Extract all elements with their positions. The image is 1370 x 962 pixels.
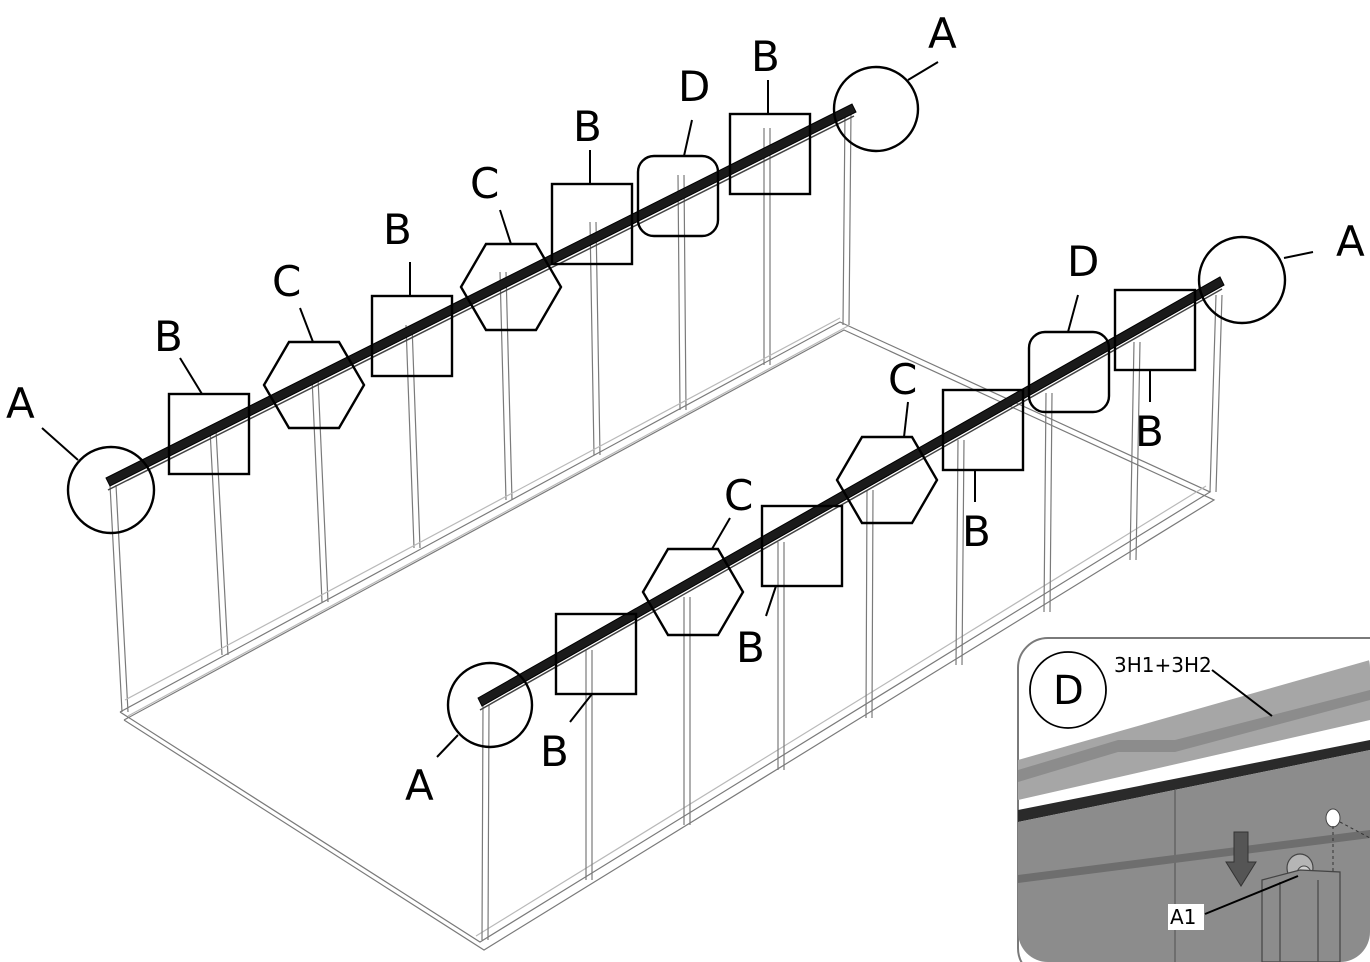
left-wall-posts: [109, 111, 852, 713]
label-c-1: C: [272, 257, 301, 306]
label-a-left-front: A: [6, 379, 35, 428]
label-b-8: B: [540, 727, 569, 776]
right-top-profile: [477, 276, 1225, 711]
leader-lines: [41, 61, 1314, 758]
marker-b-3: [550, 182, 634, 266]
callout-labels: A A A A B B B B B B B B C C C C D D: [6, 9, 1365, 810]
label-b-4: B: [751, 32, 780, 81]
label-a-right-back: A: [1336, 217, 1365, 266]
marker-c-3: [835, 435, 939, 525]
markers-c: [262, 242, 939, 637]
marker-a-right-back: [1197, 235, 1287, 325]
markers-b: [167, 112, 1197, 696]
label-b-7: B: [736, 623, 765, 672]
marker-c-1: [262, 340, 366, 430]
marker-b-8: [554, 612, 638, 696]
label-b-2: B: [383, 205, 412, 254]
label-d-1: D: [678, 62, 710, 111]
marker-c-2: [459, 242, 563, 332]
label-b-1: B: [154, 312, 183, 361]
detail-panel-d: D 3H1+3H2 A1: [1017, 637, 1370, 962]
marker-a-right-front: [446, 661, 534, 749]
down-arrow-icon: [1225, 831, 1257, 887]
marker-a-left-front: [66, 445, 156, 535]
label-a-right-front: A: [405, 761, 434, 810]
marker-a-left-back: [832, 65, 920, 153]
right-wall-posts: [481, 294, 1223, 941]
marker-d-1: [636, 154, 720, 238]
marker-b-6: [941, 388, 1025, 472]
label-c-2: C: [470, 159, 499, 208]
detail-part-label-top: 3H1+3H2: [1114, 653, 1212, 677]
markers-d: [636, 154, 1111, 414]
label-c-4: C: [724, 471, 753, 520]
detail-badge-label: D: [1053, 668, 1084, 714]
marker-b-1: [167, 392, 251, 476]
marker-b-7: [760, 504, 844, 588]
label-d-2: D: [1067, 237, 1099, 286]
label-c-3: C: [888, 355, 917, 404]
marker-b-4: [728, 112, 812, 196]
marker-c-4: [641, 547, 745, 637]
greenhouse-frame: [105, 103, 1225, 951]
label-b-5: B: [1135, 407, 1164, 456]
label-b-3: B: [573, 102, 602, 151]
marker-b-2: [370, 294, 454, 378]
detail-illustration: [1018, 660, 1370, 962]
markers-a: [66, 65, 1287, 749]
detail-badge-circle: [1029, 651, 1107, 729]
label-a-left-back: A: [928, 9, 957, 58]
marker-b-5: [1113, 288, 1197, 372]
label-b-6: B: [962, 507, 991, 556]
detail-part-label-bottom: A1: [1170, 905, 1196, 929]
